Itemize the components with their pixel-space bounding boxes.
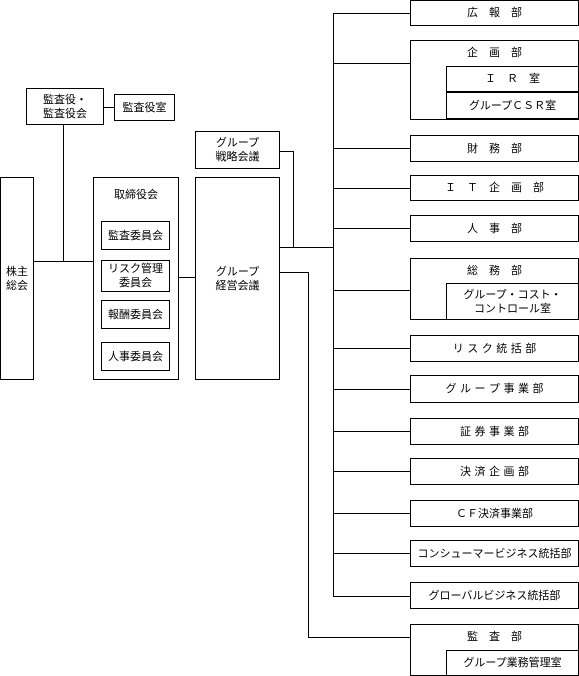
department-name: 総 務 部 <box>467 264 522 277</box>
department-name: グローバルビジネス統括部 <box>428 588 561 602</box>
department-box <box>410 418 579 445</box>
connector-dept-branch <box>333 148 411 149</box>
connector-management-audit-out <box>279 272 309 273</box>
committee-audit: 監査委員会 <box>101 221 170 250</box>
department-box <box>410 500 579 527</box>
sub-office-box: Ｉ Ｒ 室 <box>446 66 579 92</box>
sub-office-box: グループ業務管理室 <box>446 650 579 676</box>
shareholders-meeting-box: 株主 総会 <box>0 177 34 380</box>
board-box: 取締役会 監査委員会 リスク管理 委員会 報酬委員会 人事委員会 <box>93 177 179 380</box>
department-name: 財 務 部 <box>467 141 522 155</box>
management-council-box: グループ 経営会議 <box>195 177 280 380</box>
connector-board-management <box>178 277 196 278</box>
department-box <box>410 540 579 567</box>
connector-dept-branch <box>333 63 411 64</box>
connector-audit-in <box>308 637 411 638</box>
department-name: 広 報 部 <box>467 6 522 19</box>
department-name: コンシューマービジネス統括部 <box>417 546 572 560</box>
department-name: 監 査 部 <box>467 630 522 643</box>
committee-risk: リスク管理 委員会 <box>101 260 170 292</box>
connector-dept-branch <box>333 228 411 229</box>
department-box <box>410 375 579 403</box>
department-box <box>410 0 579 26</box>
connector-strategy-out <box>279 151 294 152</box>
connector-strategy-down <box>293 151 294 247</box>
connector-dept-branch <box>333 348 411 349</box>
connector-dept-branch <box>333 431 411 432</box>
strategy-council-box: グループ 戦略会議 <box>195 131 280 169</box>
auditors-box: 監査役・ 監査役会 <box>26 88 104 125</box>
connector-shareholders-board <box>33 261 94 262</box>
connector-dept-branch <box>333 389 411 390</box>
department-name: リ ス ク 統 括 部 <box>452 341 537 355</box>
department-box <box>410 335 579 362</box>
department-box <box>410 175 579 201</box>
connector-auditors-down <box>63 124 64 261</box>
department-name: 企 画 部 <box>467 46 522 59</box>
board-title: 取締役会 <box>114 188 158 201</box>
committee-personnel: 人事委員会 <box>101 342 170 371</box>
connector-management-trunk <box>279 247 334 248</box>
department-name: グ ル ー プ 事 業 部 <box>445 382 544 395</box>
sub-office-box: グループ・コスト・ コントロール室 <box>446 283 579 320</box>
connector-dept-branch <box>333 553 411 554</box>
connector-dept-branch <box>333 596 411 597</box>
connector-dept-branch <box>333 513 411 514</box>
connector-department-spine <box>333 13 334 596</box>
department-box <box>410 215 579 242</box>
department-box <box>410 582 579 609</box>
department-name: 決 済 企 画 部 <box>460 464 529 478</box>
connector-auditors-office <box>103 107 115 108</box>
department-name: 人 事 部 <box>467 221 522 235</box>
department-box <box>410 458 579 485</box>
department-name: 証 券 事 業 部 <box>460 424 529 438</box>
connector-dept-branch <box>333 188 411 189</box>
connector-audit-down <box>308 272 309 638</box>
committee-compensation: 報酬委員会 <box>101 300 170 329</box>
department-name: ＣＦ決済事業部 <box>456 506 533 520</box>
connector-dept-branch <box>333 471 411 472</box>
sub-office-box: グループＣＳＲ室 <box>446 92 579 119</box>
connector-dept-branch <box>333 290 411 291</box>
connector-dept-branch <box>333 13 411 14</box>
department-name: Ｉ Ｔ 企 画 部 <box>445 181 544 194</box>
auditors-office-box: 監査役室 <box>114 94 175 121</box>
